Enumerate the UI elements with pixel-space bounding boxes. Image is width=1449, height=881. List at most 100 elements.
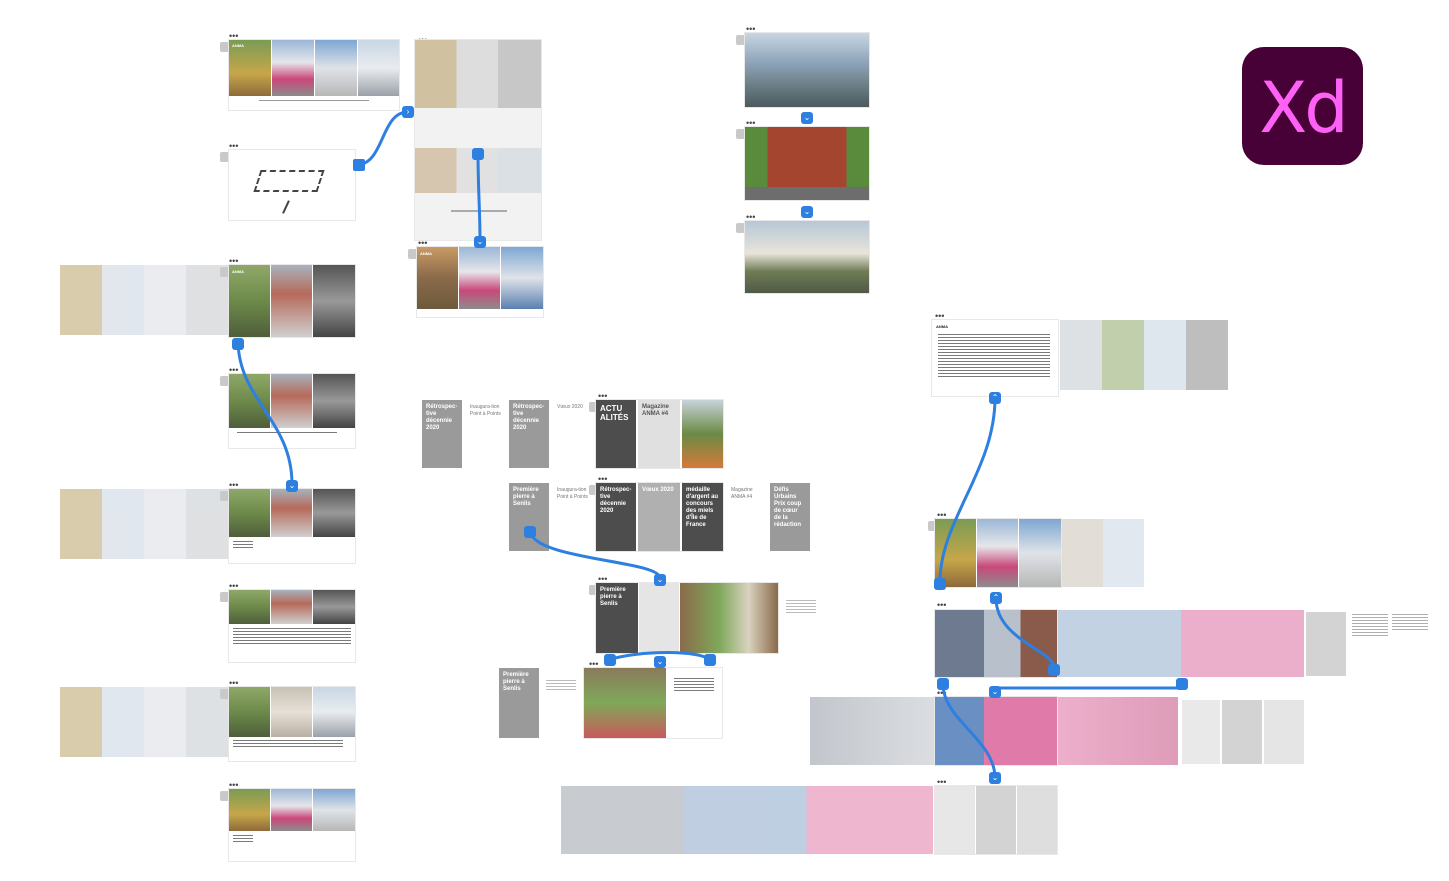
artboard-tab[interactable] (220, 491, 229, 501)
artboard-tab[interactable] (408, 249, 417, 259)
artboard-project-detail[interactable] (229, 489, 355, 563)
artboard-tab[interactable] (736, 129, 745, 139)
artboard-menu-icon[interactable]: ••• (229, 141, 239, 151)
artboard-loader[interactable] (229, 150, 355, 220)
wire-handle[interactable] (604, 654, 616, 666)
artboard-tab[interactable] (220, 152, 229, 162)
artboard-menu-icon[interactable]: ••• (229, 31, 239, 41)
wire-handle[interactable] (1176, 678, 1188, 690)
wire-target-chevron-up-icon[interactable]: ⌃ (990, 592, 1002, 604)
news-card-magazine[interactable]: Magazine ANMA #4 (638, 400, 680, 468)
wire-handle[interactable] (934, 578, 946, 590)
news-card-premiere-pierre[interactable]: Première pierre à Senlis (499, 668, 539, 738)
artboard-menu-icon[interactable]: ••• (937, 688, 947, 698)
artboard-tab[interactable] (220, 376, 229, 386)
artboard-menu-icon[interactable]: ••• (746, 212, 756, 222)
artboard-gallery-canopy[interactable] (935, 610, 1057, 677)
artboard-campus-view[interactable] (745, 221, 869, 293)
news-card-voeux[interactable]: Vœux 2020 (557, 404, 583, 410)
artboard-projects-slider[interactable] (935, 519, 1061, 587)
artboard-news-list[interactable]: Rétrospec-tive décennie 2020 Vœux 2020 m… (596, 483, 723, 551)
artboard-menu-icon[interactable]: ••• (229, 480, 239, 490)
artboard-aerial-view[interactable] (745, 33, 869, 107)
artboard-tab[interactable] (220, 592, 229, 602)
artboard-menu-icon[interactable]: ••• (937, 510, 947, 520)
artboard-article-detail[interactable] (584, 668, 722, 738)
news-card-magazine[interactable]: Magazine ANMA #4 (731, 487, 753, 500)
artboard-project-list-alt[interactable] (229, 687, 355, 761)
wire-target-chevron-down-icon[interactable]: ⌄ (801, 206, 813, 218)
wire-target-chevron-down-icon[interactable]: ⌄ (801, 112, 813, 124)
artboard-tab[interactable] (220, 267, 229, 277)
artboard-overlay-grid[interactable] (415, 40, 541, 240)
artboard-news-home[interactable]: ACTU ALITÉS Magazine ANMA #4 (596, 400, 723, 468)
wire-handle[interactable] (704, 654, 716, 666)
wire-handle[interactable] (353, 159, 365, 171)
wire-target-chevron-up-icon[interactable]: ⌃ (989, 392, 1001, 404)
photo-tile (271, 374, 312, 428)
artboard-article-premiere-pierre[interactable]: Première pierre à Senlis (596, 583, 778, 653)
wire-target-chevron-down-icon[interactable]: ⌄ (654, 656, 666, 668)
artboard-menu-icon[interactable]: ••• (746, 24, 756, 34)
artboard-event-slider[interactable]: ANMA (417, 247, 543, 317)
artboard-menu-icon[interactable]: ••• (418, 238, 428, 248)
news-card-defis-urbains[interactable]: Défis Urbains Prix coup de cœur de la ré… (770, 483, 810, 551)
artboard-menu-icon[interactable]: ••• (937, 777, 947, 787)
wire-target-chevron-down-icon[interactable]: ⌄ (654, 574, 666, 586)
wire-target-chevron-down-icon[interactable]: ⌄ (989, 686, 1001, 698)
wire-target-chevron-down-icon[interactable]: ⌄ (286, 480, 298, 492)
article-title-card: Première pierre à Senlis (596, 583, 638, 653)
artboard-menu-icon[interactable]: ••• (598, 391, 608, 401)
wire-handle[interactable] (524, 526, 536, 538)
artboard-tab[interactable] (589, 585, 598, 595)
artboard-gallery-text[interactable] (935, 786, 1057, 854)
news-card-retrospective-2[interactable]: Rétrospec-tive décennie 2020 (509, 400, 549, 468)
wire-handle[interactable] (937, 678, 949, 690)
artboard-tab[interactable] (220, 791, 229, 801)
photo-tile (313, 687, 355, 737)
news-card-voeux[interactable]: Vœux 2020 (638, 483, 680, 551)
artboard-menu-icon[interactable]: ••• (589, 659, 599, 669)
news-card-medaille[interactable]: médaille d'argent au concours des miels … (682, 483, 723, 551)
news-card-actualites[interactable]: ACTU ALITÉS (596, 400, 636, 468)
artboard-tab[interactable] (220, 689, 229, 699)
news-card-retrospective[interactable]: Rétrospec-tive décennie 2020 (422, 400, 462, 468)
artboard-home-list[interactable] (229, 789, 355, 861)
artboard-menu-icon[interactable]: ••• (229, 365, 239, 375)
artboard-menu-icon[interactable]: ••• (229, 678, 239, 688)
wire-target-chevron-down-icon[interactable]: ⌄ (989, 772, 1001, 784)
artboard-menu-icon[interactable]: ••• (229, 256, 239, 266)
wire-target-chevron-right-icon[interactable]: › (402, 106, 414, 118)
artboard-projects-table[interactable]: ANMA (932, 320, 1058, 396)
artboard-tab[interactable] (589, 402, 598, 412)
artboard-gallery-canopy-2[interactable] (935, 697, 1057, 765)
artboard-project-slider[interactable]: ANMA (229, 265, 355, 337)
wire-handle[interactable] (472, 148, 484, 160)
artboard-menu-icon[interactable]: ••• (937, 600, 947, 610)
artboard-project-menu[interactable] (229, 374, 355, 448)
artboard-menu-icon[interactable]: ••• (746, 118, 756, 128)
wire-target-chevron-down-icon[interactable]: ⌄ (474, 236, 486, 248)
artboard-menu-icon[interactable]: ••• (229, 581, 239, 591)
artboard-menu-icon[interactable]: ••• (935, 311, 945, 321)
wire-handle[interactable] (1048, 664, 1060, 676)
artboard-tab[interactable] (928, 521, 937, 531)
artboard-tab[interactable] (589, 485, 598, 495)
text-column-lines (1352, 614, 1388, 638)
news-card-premiere-pierre[interactable]: Première pierre à Senlis (509, 483, 549, 551)
artboard-home-grid[interactable]: ANMA (229, 40, 399, 110)
news-card-inauguration[interactable]: Inaugura-tion Point à Points (557, 487, 588, 500)
news-card-retrospective[interactable]: Rétrospec-tive décennie 2020 (596, 483, 636, 551)
artboard-tab[interactable] (220, 42, 229, 52)
artboard-tab[interactable] (736, 35, 745, 45)
artboard-brick-building[interactable] (745, 127, 869, 200)
artboard-project-list[interactable] (229, 590, 355, 662)
artboard-tab[interactable] (736, 223, 745, 233)
news-card-inauguration[interactable]: Inaugura-tion Point à Points (470, 404, 501, 417)
artboard-menu-icon[interactable]: ••• (229, 780, 239, 790)
wire-handle[interactable] (232, 338, 244, 350)
artboard-menu-icon[interactable]: ••• (598, 574, 608, 584)
detail-text-lines (233, 541, 253, 550)
artboard-menu-icon[interactable]: ••• (598, 474, 608, 484)
